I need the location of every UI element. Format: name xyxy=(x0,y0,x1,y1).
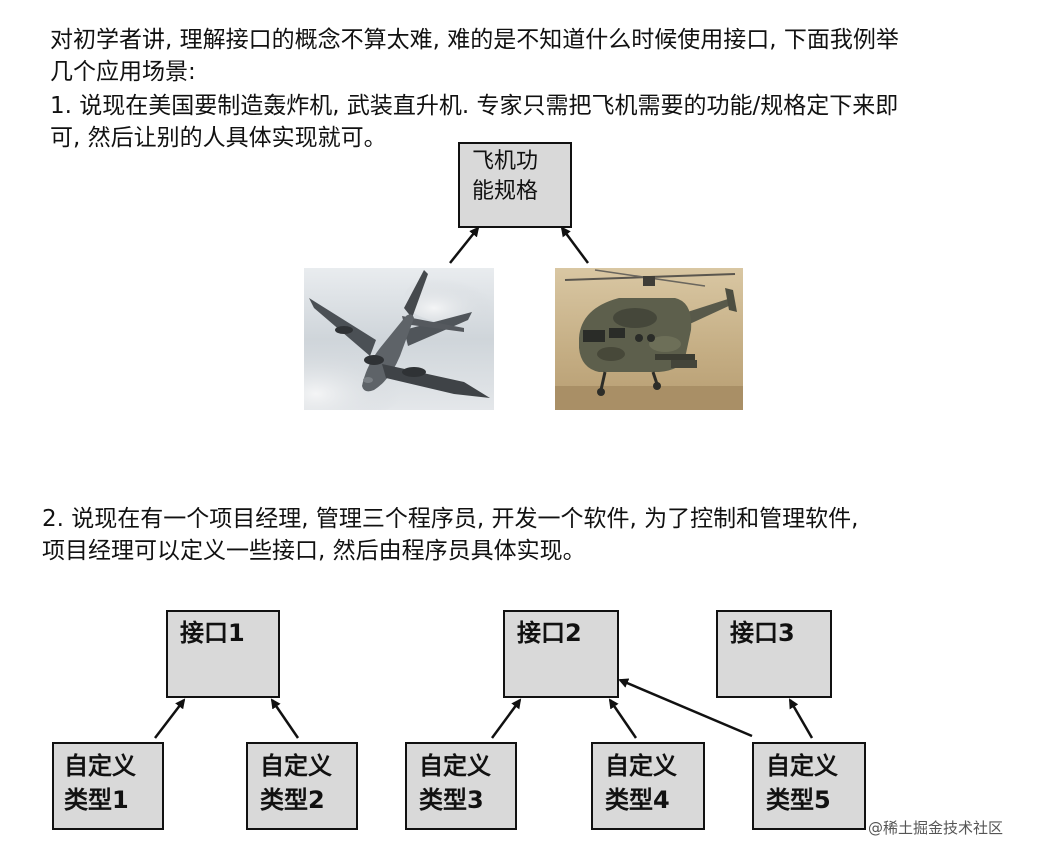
custom-type-box-5: 自定义 类型5 xyxy=(752,742,866,830)
scenario-2-line-2: 项目经理可以定义一些接口, 然后由程序员具体实现。 xyxy=(42,538,586,564)
intro-line-2: 几个应用场景: xyxy=(50,59,196,85)
custom-type-label-line-1: 自定义 xyxy=(260,752,332,780)
custom-type-label-line-1: 自定义 xyxy=(64,752,136,780)
arrow-type2-to-interface1 xyxy=(270,698,300,739)
scenario-1-line-2: 可, 然后让别的人具体实现就可。 xyxy=(50,125,387,151)
custom-type-box-3: 自定义 类型3 xyxy=(405,742,517,830)
interface-box-3: 接口3 xyxy=(716,610,832,698)
custom-type-box-1: 自定义 类型1 xyxy=(52,742,164,830)
bomber-image xyxy=(304,268,494,410)
custom-type-label-line-2: 类型2 xyxy=(260,786,325,814)
scenario-2-line-1: 2. 说现在有一个项目经理, 管理三个程序员, 开发一个软件, 为了控制和管理软… xyxy=(42,506,859,532)
arrow-helicopter-to-spec xyxy=(560,226,590,264)
custom-type-label-line-2: 类型4 xyxy=(605,786,670,814)
helicopter-image xyxy=(555,268,743,410)
custom-type-label-line-1: 自定义 xyxy=(605,752,677,780)
scenario-1-line-1: 1. 说现在美国要制造轰炸机, 武装直升机. 专家只需把飞机需要的功能/规格定下… xyxy=(50,93,899,119)
helicopter-photo xyxy=(555,268,743,410)
custom-type-label-line-2: 类型3 xyxy=(419,786,484,814)
arrow-type5-to-interface2 xyxy=(618,678,753,738)
custom-type-box-4: 自定义 类型4 xyxy=(591,742,705,830)
custom-type-label-line-1: 自定义 xyxy=(419,752,491,780)
arrow-type1-to-interface1 xyxy=(154,698,186,739)
interface-label: 接口2 xyxy=(517,619,582,647)
arrow-type3-to-interface2 xyxy=(490,698,522,739)
intro-line-1: 对初学者讲, 理解接口的概念不算太难, 难的是不知道什么时候使用接口, 下面我例… xyxy=(50,27,899,53)
interface-label: 接口3 xyxy=(730,619,795,647)
interface-box-2: 接口2 xyxy=(503,610,619,698)
custom-type-label-line-2: 类型1 xyxy=(64,786,129,814)
aircraft-spec-label-line-1: 飞机功 xyxy=(472,149,539,174)
arrow-type5-to-interface3 xyxy=(788,698,814,739)
interface-box-1: 接口1 xyxy=(166,610,280,698)
arrow-bomber-to-spec xyxy=(449,226,480,264)
custom-type-label-line-1: 自定义 xyxy=(766,752,838,780)
arrow-type4-to-interface2 xyxy=(608,698,638,739)
interface-label: 接口1 xyxy=(180,619,245,647)
bomber-photo xyxy=(304,268,494,410)
custom-type-label-line-2: 类型5 xyxy=(766,786,831,814)
watermark: @稀土掘金技术社区 xyxy=(868,819,1004,837)
aircraft-spec-label-line-2: 能规格 xyxy=(472,179,539,204)
custom-type-box-2: 自定义 类型2 xyxy=(246,742,358,830)
aircraft-spec-box: 飞机功 能规格 xyxy=(458,142,572,228)
